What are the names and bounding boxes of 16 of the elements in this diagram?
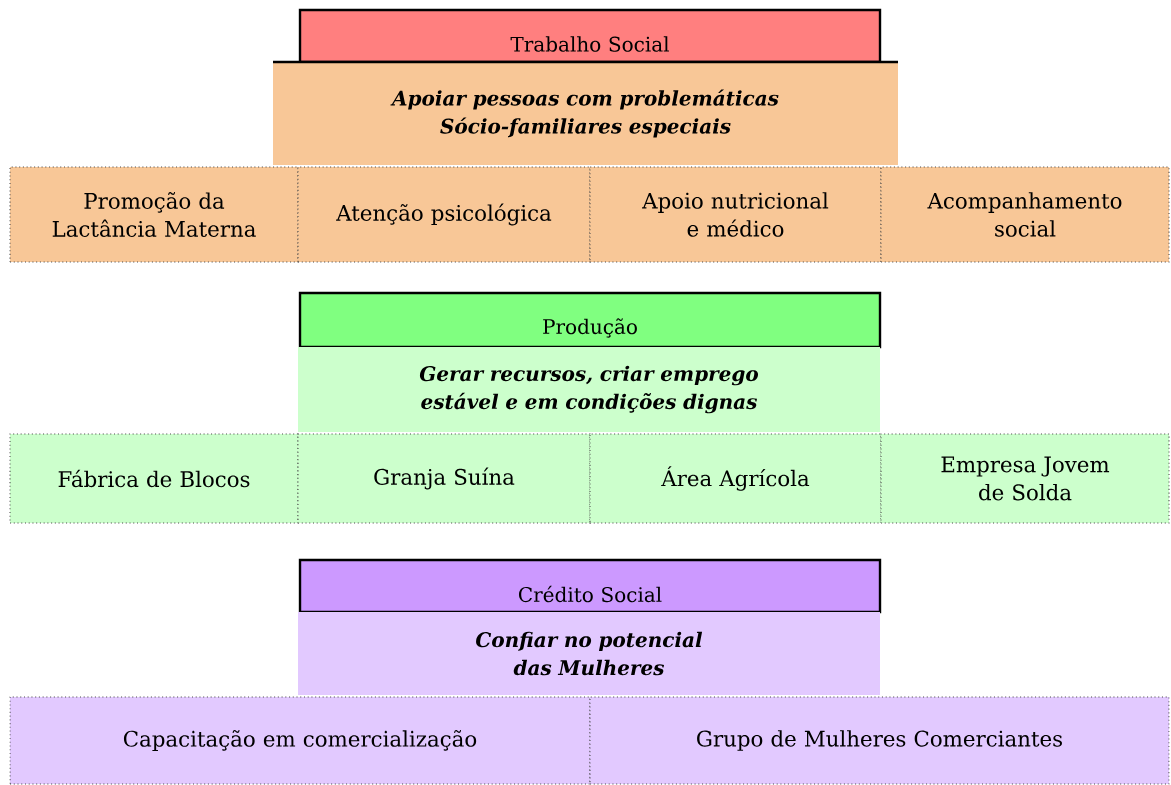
activity-cell: Capacitação em comercialização: [9, 696, 591, 785]
activity-cell: Promoção da Lactância Materna: [9, 166, 299, 263]
section-header: Crédito Social: [298, 558, 882, 614]
activity-cell: Granja Suína: [297, 433, 591, 524]
node-label: Capacitação em comercialização: [123, 730, 477, 751]
goal-box: Gerar recursos, criar emprego estável e em condições dignas: [298, 347, 880, 432]
activity-cell: Atenção psicológica: [297, 166, 591, 263]
activity-cell: Grupo de Mulheres Comerciantes: [589, 696, 1170, 785]
activity-cell: Empresa Jovem de Solda: [880, 433, 1170, 524]
activity-cell: Acompanhamento social: [880, 166, 1170, 263]
activity-cell: Apoio nutricional e médico: [589, 166, 882, 263]
activity-cell: Fábrica de Blocos: [9, 433, 299, 524]
section-header: Produção: [298, 291, 882, 349]
activity-cell: Área Agrícola: [589, 433, 882, 524]
goal-box: Confiar no potencial das Mulheres: [298, 612, 880, 695]
section-header: Trabalho Social: [298, 8, 882, 64]
